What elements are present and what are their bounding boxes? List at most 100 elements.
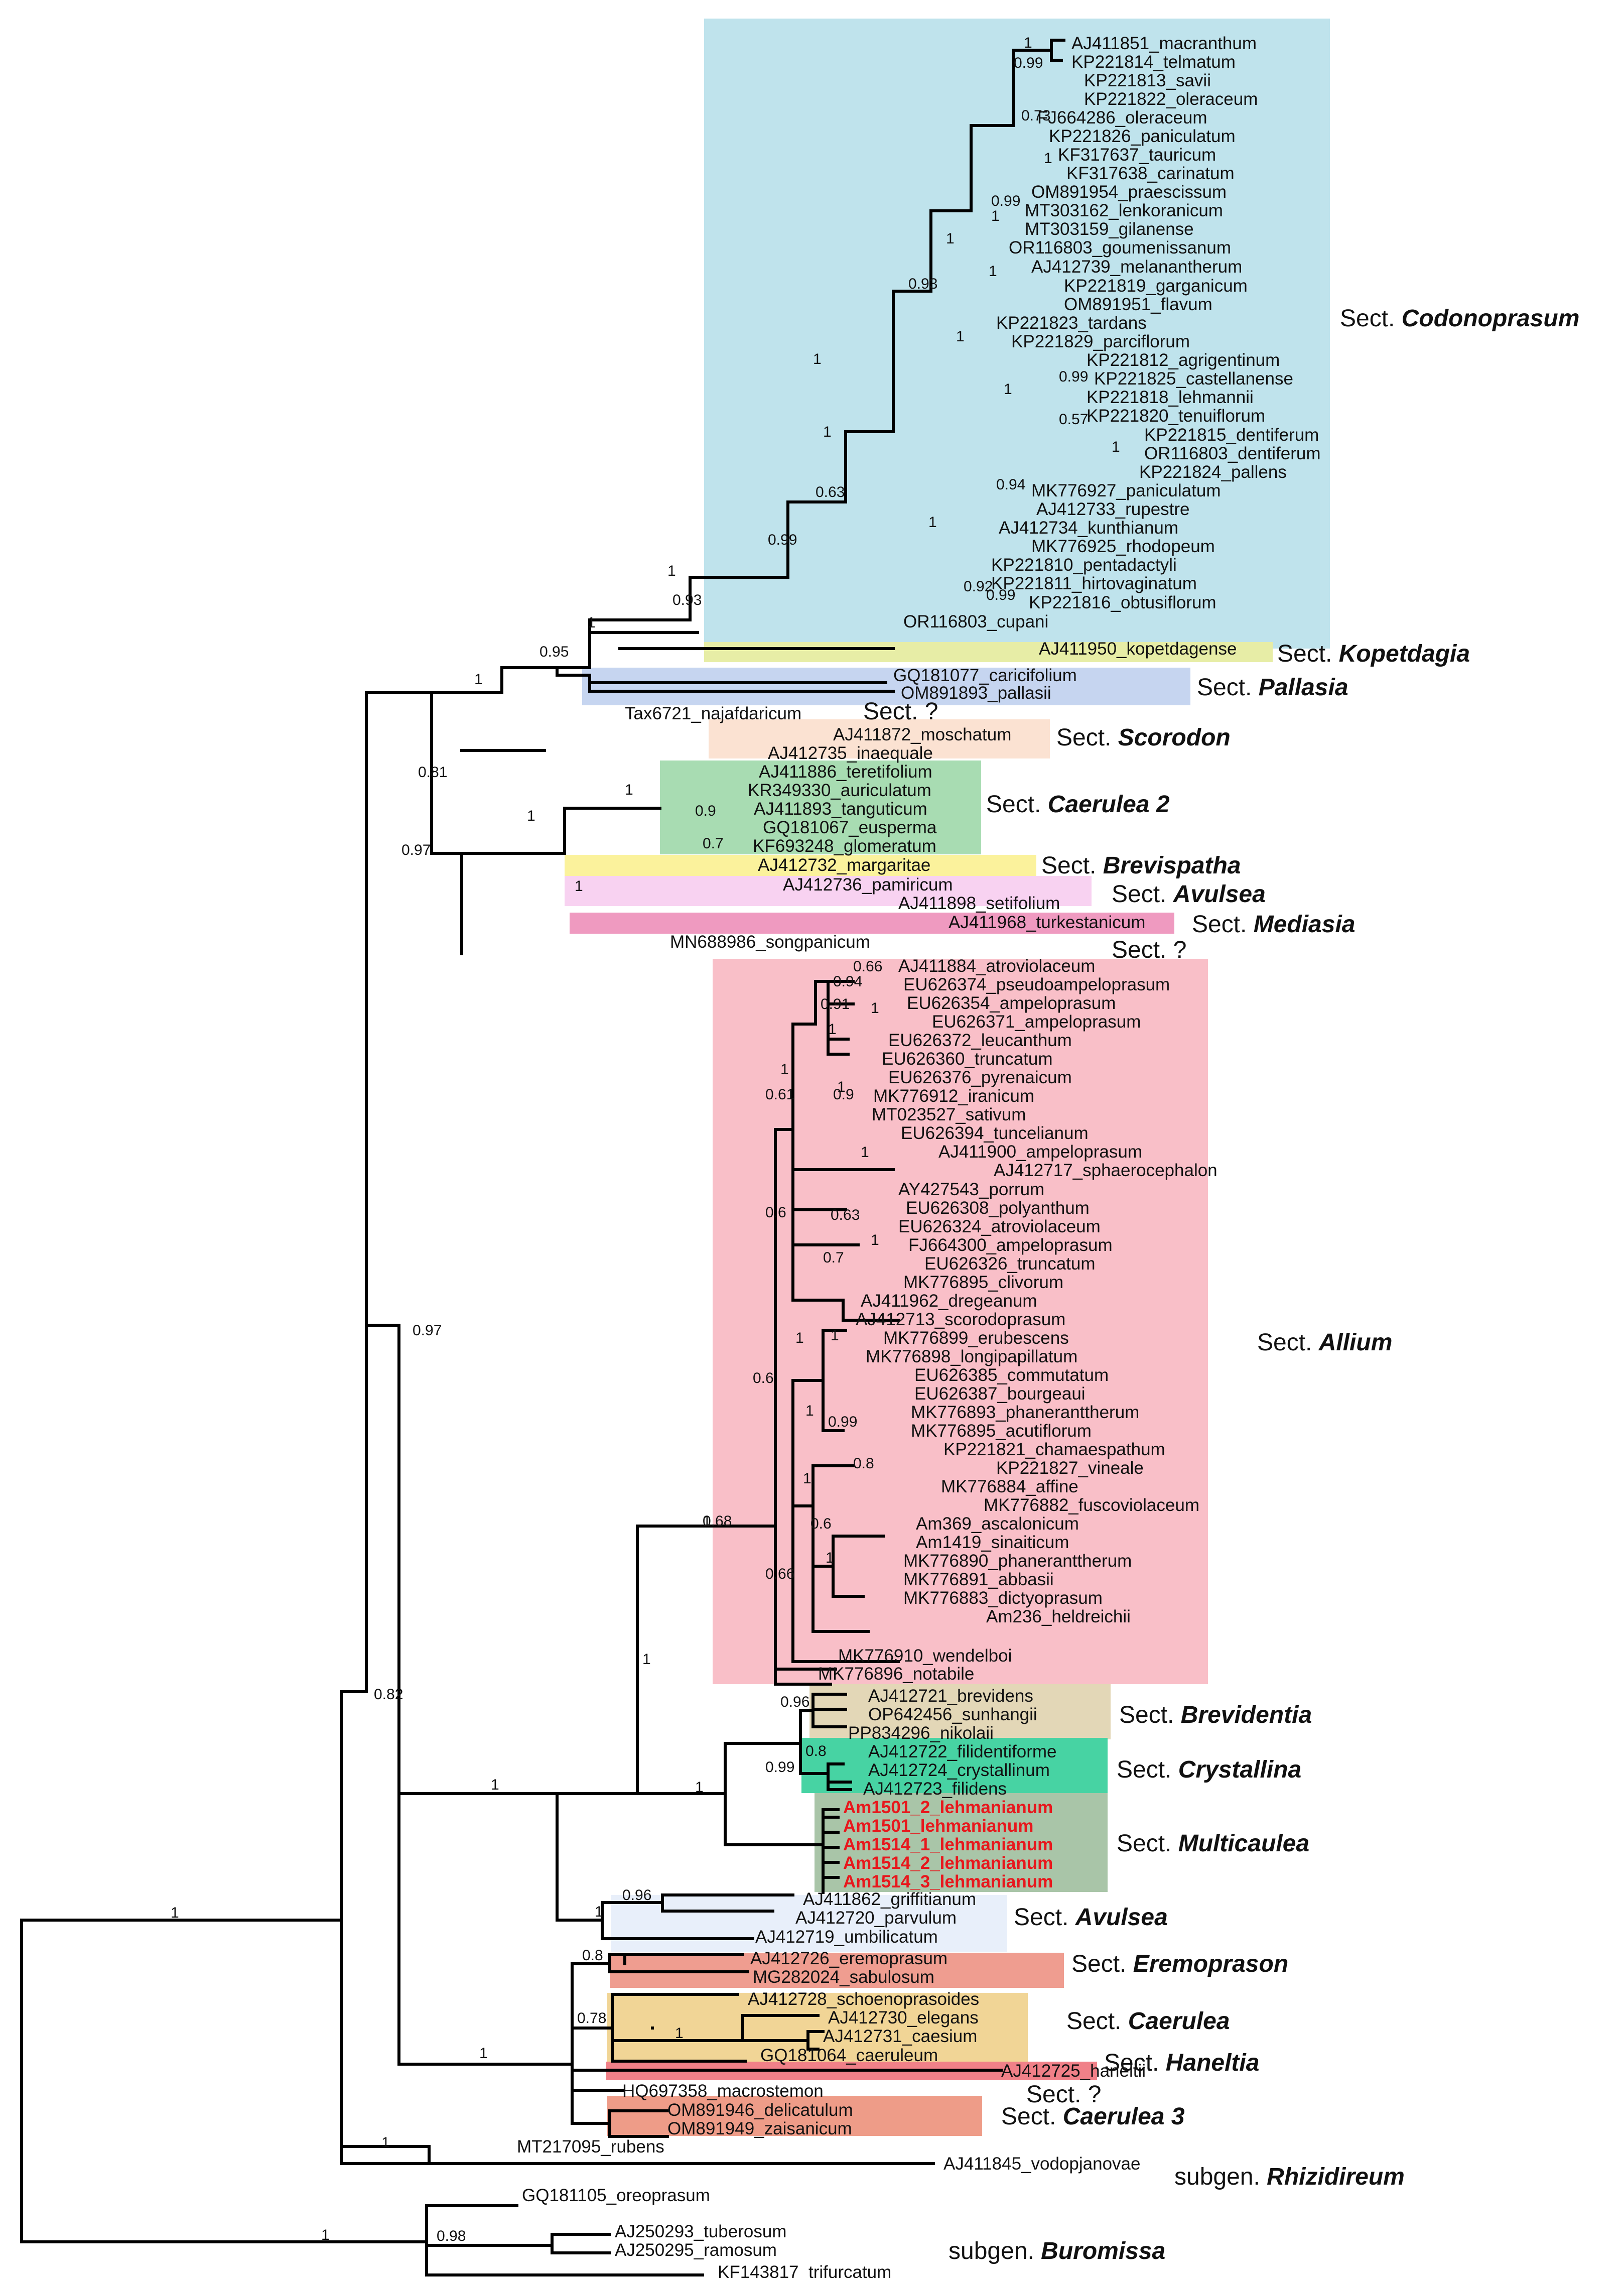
leaf-label: AJ412739_melanantherum	[1031, 257, 1242, 277]
leaf-label: GQ181105_oreoprasum	[522, 2186, 710, 2205]
leaf-label: EU626326_truncatum	[924, 1254, 1096, 1274]
leaf-label: KP221814_telmatum	[1071, 52, 1236, 72]
leaf-label: KF317638_carinatum	[1066, 164, 1235, 183]
leaf-label: EU626308_polyanthum	[906, 1198, 1090, 1218]
support-value: 1	[479, 2045, 488, 2062]
leaf-label: AJ412736_pamiricum	[783, 875, 953, 895]
support-value: 0.99	[1014, 55, 1043, 71]
branch	[500, 666, 895, 693]
box-caerulea2	[660, 761, 981, 854]
leaf-label: AJ411845_vodopjanovae	[943, 2154, 1140, 2174]
branch	[811, 1535, 885, 1598]
tree-branches	[20, 980, 1003, 2276]
support-value: 1	[474, 671, 483, 688]
section-label: Sect. Multicaulea	[1117, 1830, 1309, 1857]
leaf-label: Am1419_sinaiticum	[916, 1533, 1069, 1552]
branch	[791, 1168, 895, 1211]
leaf-label: AJ412719_umbilicatum	[755, 1927, 938, 1947]
branch	[844, 290, 895, 433]
support-value: 1	[803, 1470, 811, 1487]
leaf-label: MK776895_clivorum	[903, 1273, 1063, 1292]
section-label: Sect. Haneltia	[1104, 2050, 1259, 2076]
leaf-label: AJ411851_macranthum	[1071, 34, 1257, 53]
branch	[428, 2145, 935, 2165]
box-brevidentia	[809, 1684, 1111, 1739]
leaf-label: MK776898_longipapillatum	[866, 1347, 1077, 1366]
leaf-label: AJ412721_brevidens	[868, 1686, 1033, 1706]
support-value: 1	[871, 1232, 879, 1248]
leaf-label-highlight: Am1501_2_lehmanianum	[843, 1798, 1053, 1817]
support-value: 0.99	[765, 1759, 794, 1776]
leaf-label: MT303159_gilanense	[1025, 219, 1194, 239]
leaf-label: KP221815_dentiferum	[1144, 425, 1319, 445]
leaf-label: KP221829_parciflorum	[1011, 332, 1190, 351]
leaf-label: OM891954_praescissum	[1031, 182, 1227, 202]
leaf-label: MK776891_abbasii	[903, 1570, 1054, 1589]
leaf-label: MK776895_acutiflorum	[911, 1421, 1092, 1441]
box-kopetdagia	[704, 642, 1273, 662]
section-label: Sect. Caerulea 2	[986, 791, 1170, 818]
leaf-label: OM891951_flavum	[1064, 295, 1212, 314]
branch	[724, 1693, 847, 1745]
leaf-label: PP834296_nikolaii	[848, 1723, 994, 1743]
support-value: 0.97	[413, 1322, 442, 1339]
leaf-label: OP642456_sunhangii	[868, 1705, 1037, 1724]
support-value: 1	[575, 878, 583, 895]
leaf-label: EU626374_pseudoampeloprasum	[903, 975, 1170, 994]
section-label: Sect. Pallasia	[1197, 674, 1348, 701]
leaf-label: KP221827_vineale	[996, 1458, 1144, 1478]
support-value: 0.81	[418, 764, 447, 781]
support-value: 1	[780, 1061, 789, 1078]
support-value: 0.7	[703, 835, 724, 852]
support-value: 1	[527, 808, 535, 824]
leaf-label: MK776912_iranicum	[873, 1086, 1034, 1106]
branch	[827, 1002, 855, 1041]
section-label: Sect. Avulsea	[1014, 1904, 1168, 1931]
leaf-label: HQ697358_macrostemon	[622, 2081, 824, 2101]
leaf-label: AJ412713_scorodoprasum	[856, 1310, 1065, 1329]
leaf-label: KP221813_savii	[1084, 71, 1211, 90]
leaf-label: EU626360_truncatum	[882, 1049, 1053, 1069]
support-value: 1	[321, 2227, 330, 2243]
leaf-label: KP221823_tardans	[996, 313, 1147, 333]
leaf-label: MK776882_fuscoviolaceum	[984, 1495, 1199, 1515]
leaf-label: Am369_ascalonicum	[916, 1514, 1079, 1534]
leaf-label: OR116803_dentiferum	[1144, 444, 1321, 463]
section-label: Sect. Avulsea	[1112, 881, 1266, 908]
section-label: Sect. Crystallina	[1117, 1756, 1301, 1783]
section-boxes	[565, 19, 1330, 2136]
leaf-label: EU626324_atroviolaceum	[898, 1217, 1101, 1236]
support-value: 1	[861, 1144, 869, 1161]
leaf-label: AJ412717_sphaerocephalon	[994, 1161, 1217, 1180]
leaf-label: KP221811_hirtovaginatum	[991, 574, 1197, 593]
box-caerulea	[607, 1993, 1028, 2064]
box-multicaulea	[815, 1793, 1108, 1892]
section-labels: Sect. Codonoprasum Sect. Kopetdagia Sect…	[863, 305, 1579, 2264]
box-crystallina	[801, 1738, 1108, 1793]
support-value: 1	[928, 514, 937, 531]
support-value: 0.63	[831, 1207, 860, 1223]
branch	[791, 1379, 900, 1663]
leaf-label: AY427543_porrum	[898, 1180, 1044, 1199]
support-value: 1	[171, 1905, 179, 1921]
support-value: 1	[625, 782, 633, 798]
support-value: 0.63	[816, 484, 845, 500]
branch	[791, 1299, 900, 1322]
leaf-label: AJ412735_inaequale	[768, 743, 933, 763]
box-brevispatha	[565, 855, 1036, 877]
leaf-label: MN688986_songpanicum	[670, 932, 870, 952]
branch	[556, 1525, 639, 1795]
leaf-label: EU626385_commutatum	[914, 1365, 1109, 1385]
box-avulsea2	[611, 1895, 1007, 1952]
support-value: 0.6	[765, 1204, 786, 1221]
support-value: 0.78	[577, 2010, 606, 2027]
support-value: 0.8	[582, 1947, 603, 1964]
branch	[689, 500, 789, 579]
leaf-label: KP221822_oleraceum	[1084, 89, 1258, 109]
support-value: 0.91	[821, 996, 850, 1013]
branch	[340, 1324, 368, 1693]
support-value: 1	[828, 1021, 837, 1038]
support-value: 1	[381, 2134, 390, 2151]
box-scorodon	[709, 719, 1050, 758]
